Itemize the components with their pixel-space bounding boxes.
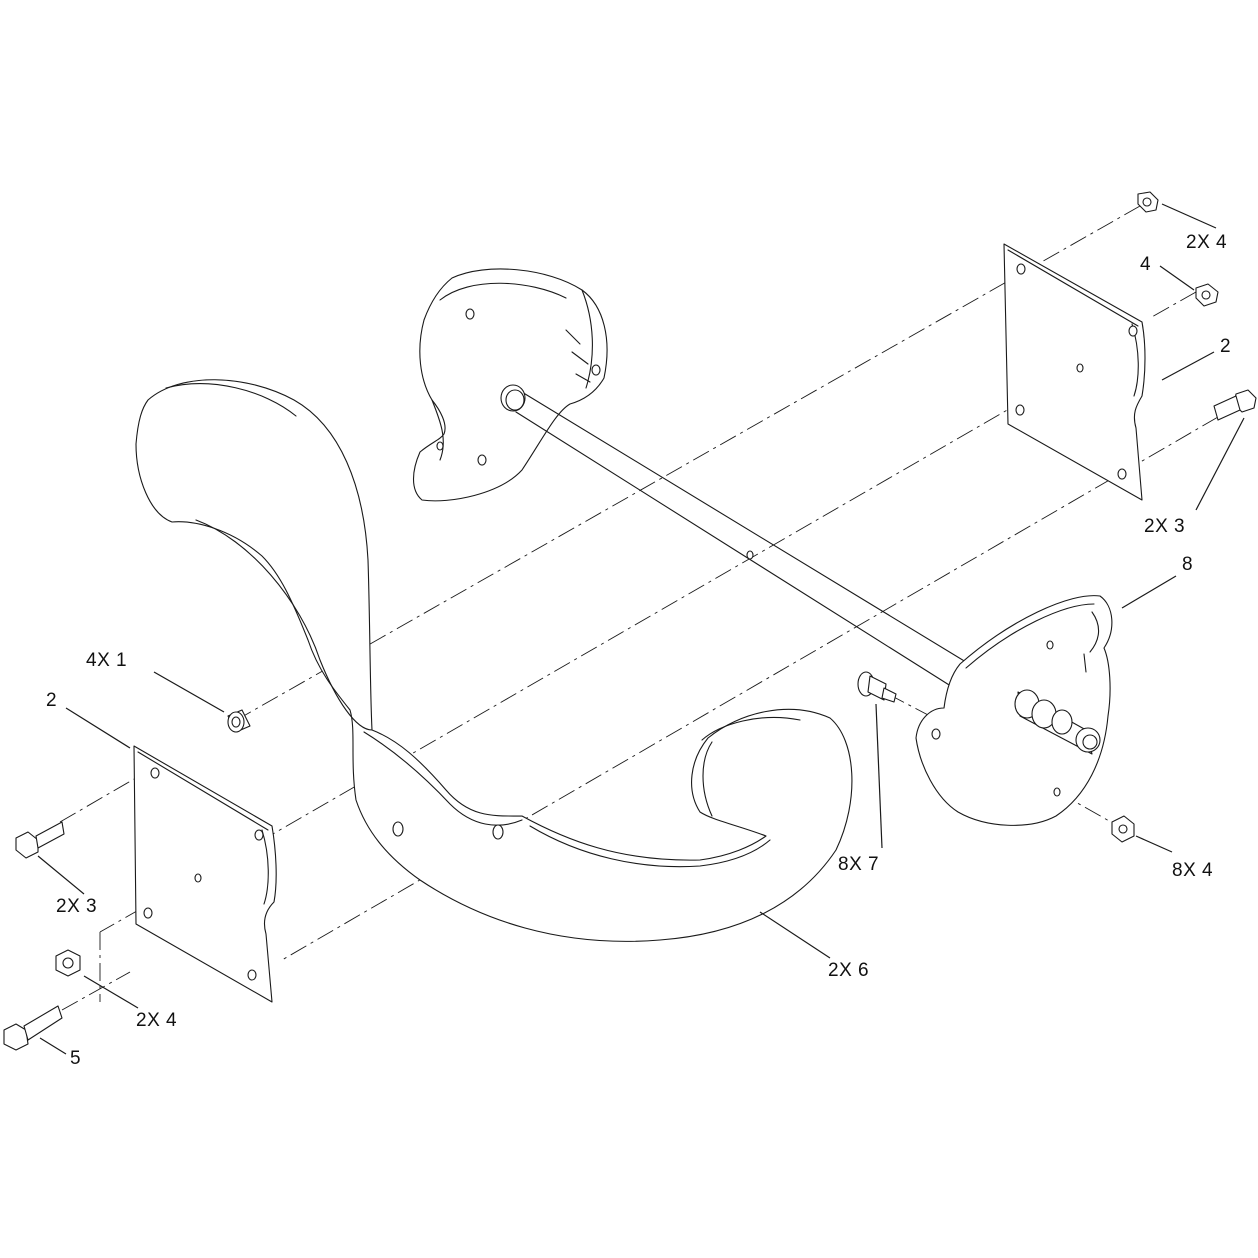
mounting-plate-left xyxy=(133,745,277,1003)
callout-labels: 2X 4 4 2 2X 3 8 4X 1 2 2X 3 8X 7 8X 4 2X… xyxy=(46,232,1231,1069)
callout-2x3-left: 2X 3 xyxy=(56,896,97,917)
callout-4x1: 4X 1 xyxy=(86,650,127,671)
callout-2-right: 2 xyxy=(1220,336,1231,357)
spacer-icon xyxy=(227,709,251,733)
bolt-icon xyxy=(1213,389,1257,421)
callout-8: 8 xyxy=(1182,554,1193,575)
hardware xyxy=(3,191,1257,1051)
callout-2x3-right: 2X 3 xyxy=(1144,516,1185,537)
nut-icon xyxy=(1111,815,1135,843)
callout-8x4: 8X 4 xyxy=(1172,860,1213,881)
callout-4-top: 4 xyxy=(1140,254,1151,275)
leader-lines xyxy=(37,203,1245,1055)
nut-icon xyxy=(55,949,81,977)
callout-2x4-top: 2X 4 xyxy=(1186,232,1227,253)
auger-shaft xyxy=(500,384,1013,713)
callout-5: 5 xyxy=(70,1048,81,1069)
callout-2-left: 2 xyxy=(46,690,57,711)
callout-2x4-left: 2X 4 xyxy=(136,1010,177,1031)
callout-8x7: 8X 7 xyxy=(838,854,879,875)
nut-icon xyxy=(1195,283,1219,307)
fitting-icon xyxy=(857,671,897,703)
bolt-icon xyxy=(15,821,65,859)
mounting-plate-right xyxy=(1003,243,1146,501)
callout-2x6: 2X 6 xyxy=(828,960,869,981)
bolt-icon xyxy=(3,1005,63,1051)
nut-icon xyxy=(1137,191,1159,213)
end-flange-part-8 xyxy=(915,595,1113,826)
auger-flight-part-6 xyxy=(135,379,853,942)
